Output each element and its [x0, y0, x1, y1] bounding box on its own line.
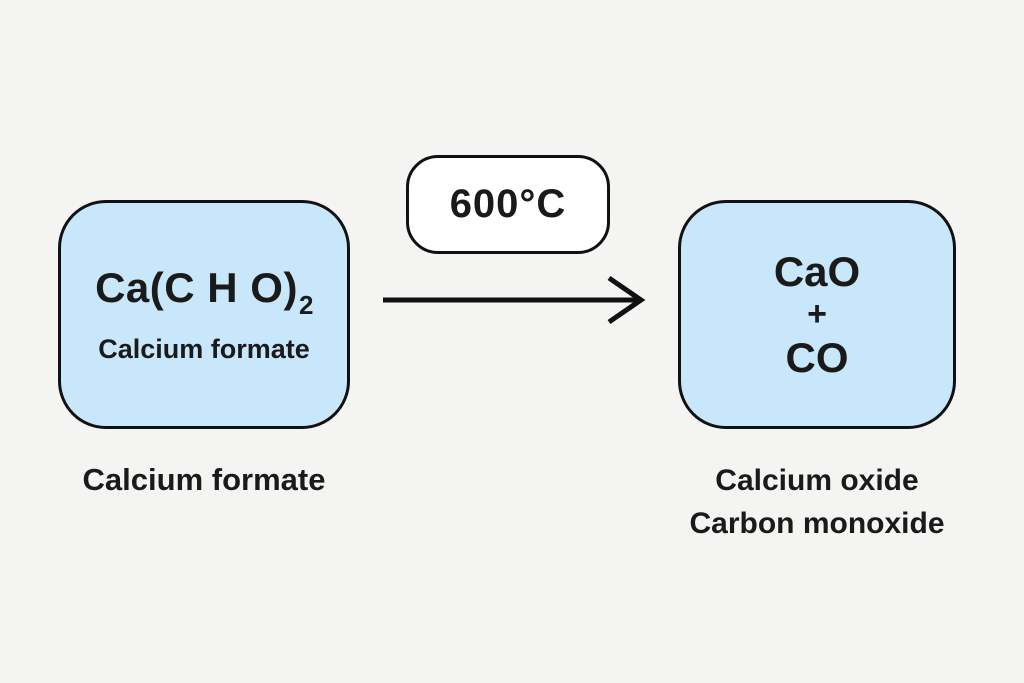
reactant-caption: Calcium formate: [82, 462, 326, 497]
product-box: CaO + CO: [678, 200, 956, 429]
product-caption-line2: Carbon monoxide: [689, 506, 945, 540]
plus-sign: +: [807, 295, 827, 334]
reactant-formula: Ca(C H O)2: [95, 264, 313, 320]
temperature-badge: 600°C: [406, 155, 610, 254]
product-formula-cao: CaO: [773, 248, 861, 296]
product-caption-line1: Calcium oxide: [715, 464, 919, 497]
product-formula-co: CO: [785, 333, 849, 381]
reactant-formula-main: Ca(C H O): [95, 264, 298, 311]
reactant-inner-label: Calcium formate: [98, 334, 310, 364]
reaction-arrow-icon: [383, 275, 646, 325]
reactant-formula-subscript: 2: [298, 290, 314, 320]
temperature-label: 600°C: [449, 182, 567, 226]
reactant-box: Ca(C H O)2 Calcium formate: [58, 200, 350, 429]
product-caption: Calcium oxide Carbon monoxide: [643, 460, 991, 546]
